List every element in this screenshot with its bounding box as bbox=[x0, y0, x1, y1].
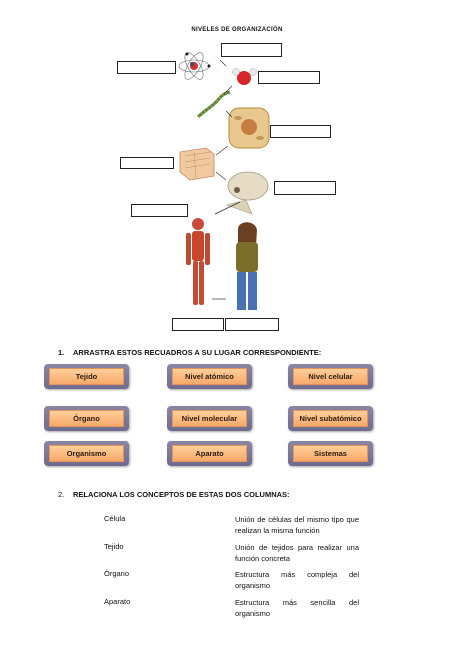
tile-aparato[interactable]: Aparato bbox=[167, 441, 252, 466]
tile-organo[interactable]: Órgano bbox=[44, 406, 129, 431]
left-term[interactable]: Tejido bbox=[104, 542, 124, 551]
drop-box[interactable] bbox=[117, 61, 176, 74]
page-title: NIVELES DE ORGANIZACIÓN bbox=[191, 27, 283, 33]
tile-label: Aparato bbox=[172, 445, 247, 462]
left-term[interactable]: Órgano bbox=[104, 569, 130, 578]
question-2-number: 2. bbox=[58, 490, 65, 499]
right-definition[interactable]: Estructura más sencilla del organismo bbox=[235, 598, 359, 618]
tissue-icon bbox=[179, 147, 215, 181]
tile-label: Tejido bbox=[49, 368, 124, 385]
person-icon bbox=[236, 222, 258, 310]
tile-label: Órgano bbox=[49, 410, 124, 427]
tile-label: Sistemas bbox=[293, 445, 368, 462]
molecule-icon bbox=[232, 68, 257, 85]
drop-box[interactable] bbox=[270, 125, 331, 138]
tile-nivel-subatomico[interactable]: Nivel subatómico bbox=[288, 406, 373, 431]
tile-label: Nivel celular bbox=[293, 368, 368, 385]
right-definition[interactable]: Estructura más compleja del organismo bbox=[235, 570, 359, 590]
tile-label: Organismo bbox=[49, 445, 124, 462]
left-term[interactable]: Aparato bbox=[104, 597, 131, 606]
cell-icon bbox=[228, 107, 270, 149]
tile-tejido[interactable]: Tejido bbox=[44, 364, 129, 389]
right-definition[interactable]: Unión de tejidos para realizar una funci… bbox=[235, 543, 359, 563]
drop-box[interactable] bbox=[172, 318, 224, 331]
question-1-number: 1. bbox=[58, 348, 65, 357]
tile-organismo[interactable]: Organismo bbox=[44, 441, 129, 466]
tile-label: Nivel subatómico bbox=[293, 410, 368, 427]
levels-illustration bbox=[178, 52, 270, 310]
skull-icon bbox=[225, 171, 269, 215]
drop-box[interactable] bbox=[274, 181, 336, 195]
question-2-text: RELACIONA LOS CONCEPTOS DE ESTAS DOS COL… bbox=[73, 490, 290, 499]
tile-sistemas[interactable]: Sistemas bbox=[288, 441, 373, 466]
atom-icon bbox=[178, 52, 211, 80]
tile-label: Nivel atómico bbox=[172, 368, 247, 385]
tile-nivel-molecular[interactable]: Nivel molecular bbox=[167, 406, 252, 431]
tile-label: Nivel molecular bbox=[172, 410, 247, 427]
tile-nivel-atomico[interactable]: Nivel atómico bbox=[167, 364, 252, 389]
question-1-text: ARRASTRA ESTOS RECUADROS A SU LUGAR CORR… bbox=[73, 348, 322, 357]
dna-icon bbox=[196, 90, 231, 119]
drop-box[interactable] bbox=[258, 71, 320, 84]
drop-box[interactable] bbox=[221, 43, 282, 57]
left-term[interactable]: Célula bbox=[104, 514, 126, 523]
drop-box[interactable] bbox=[131, 204, 188, 217]
drop-box[interactable] bbox=[225, 318, 279, 331]
drop-box[interactable] bbox=[120, 157, 174, 169]
right-definition[interactable]: Unión de células del mismo tipo que real… bbox=[235, 515, 359, 535]
tile-nivel-celular[interactable]: Nivel celular bbox=[288, 364, 373, 389]
anatomy-figure-icon bbox=[186, 218, 210, 305]
